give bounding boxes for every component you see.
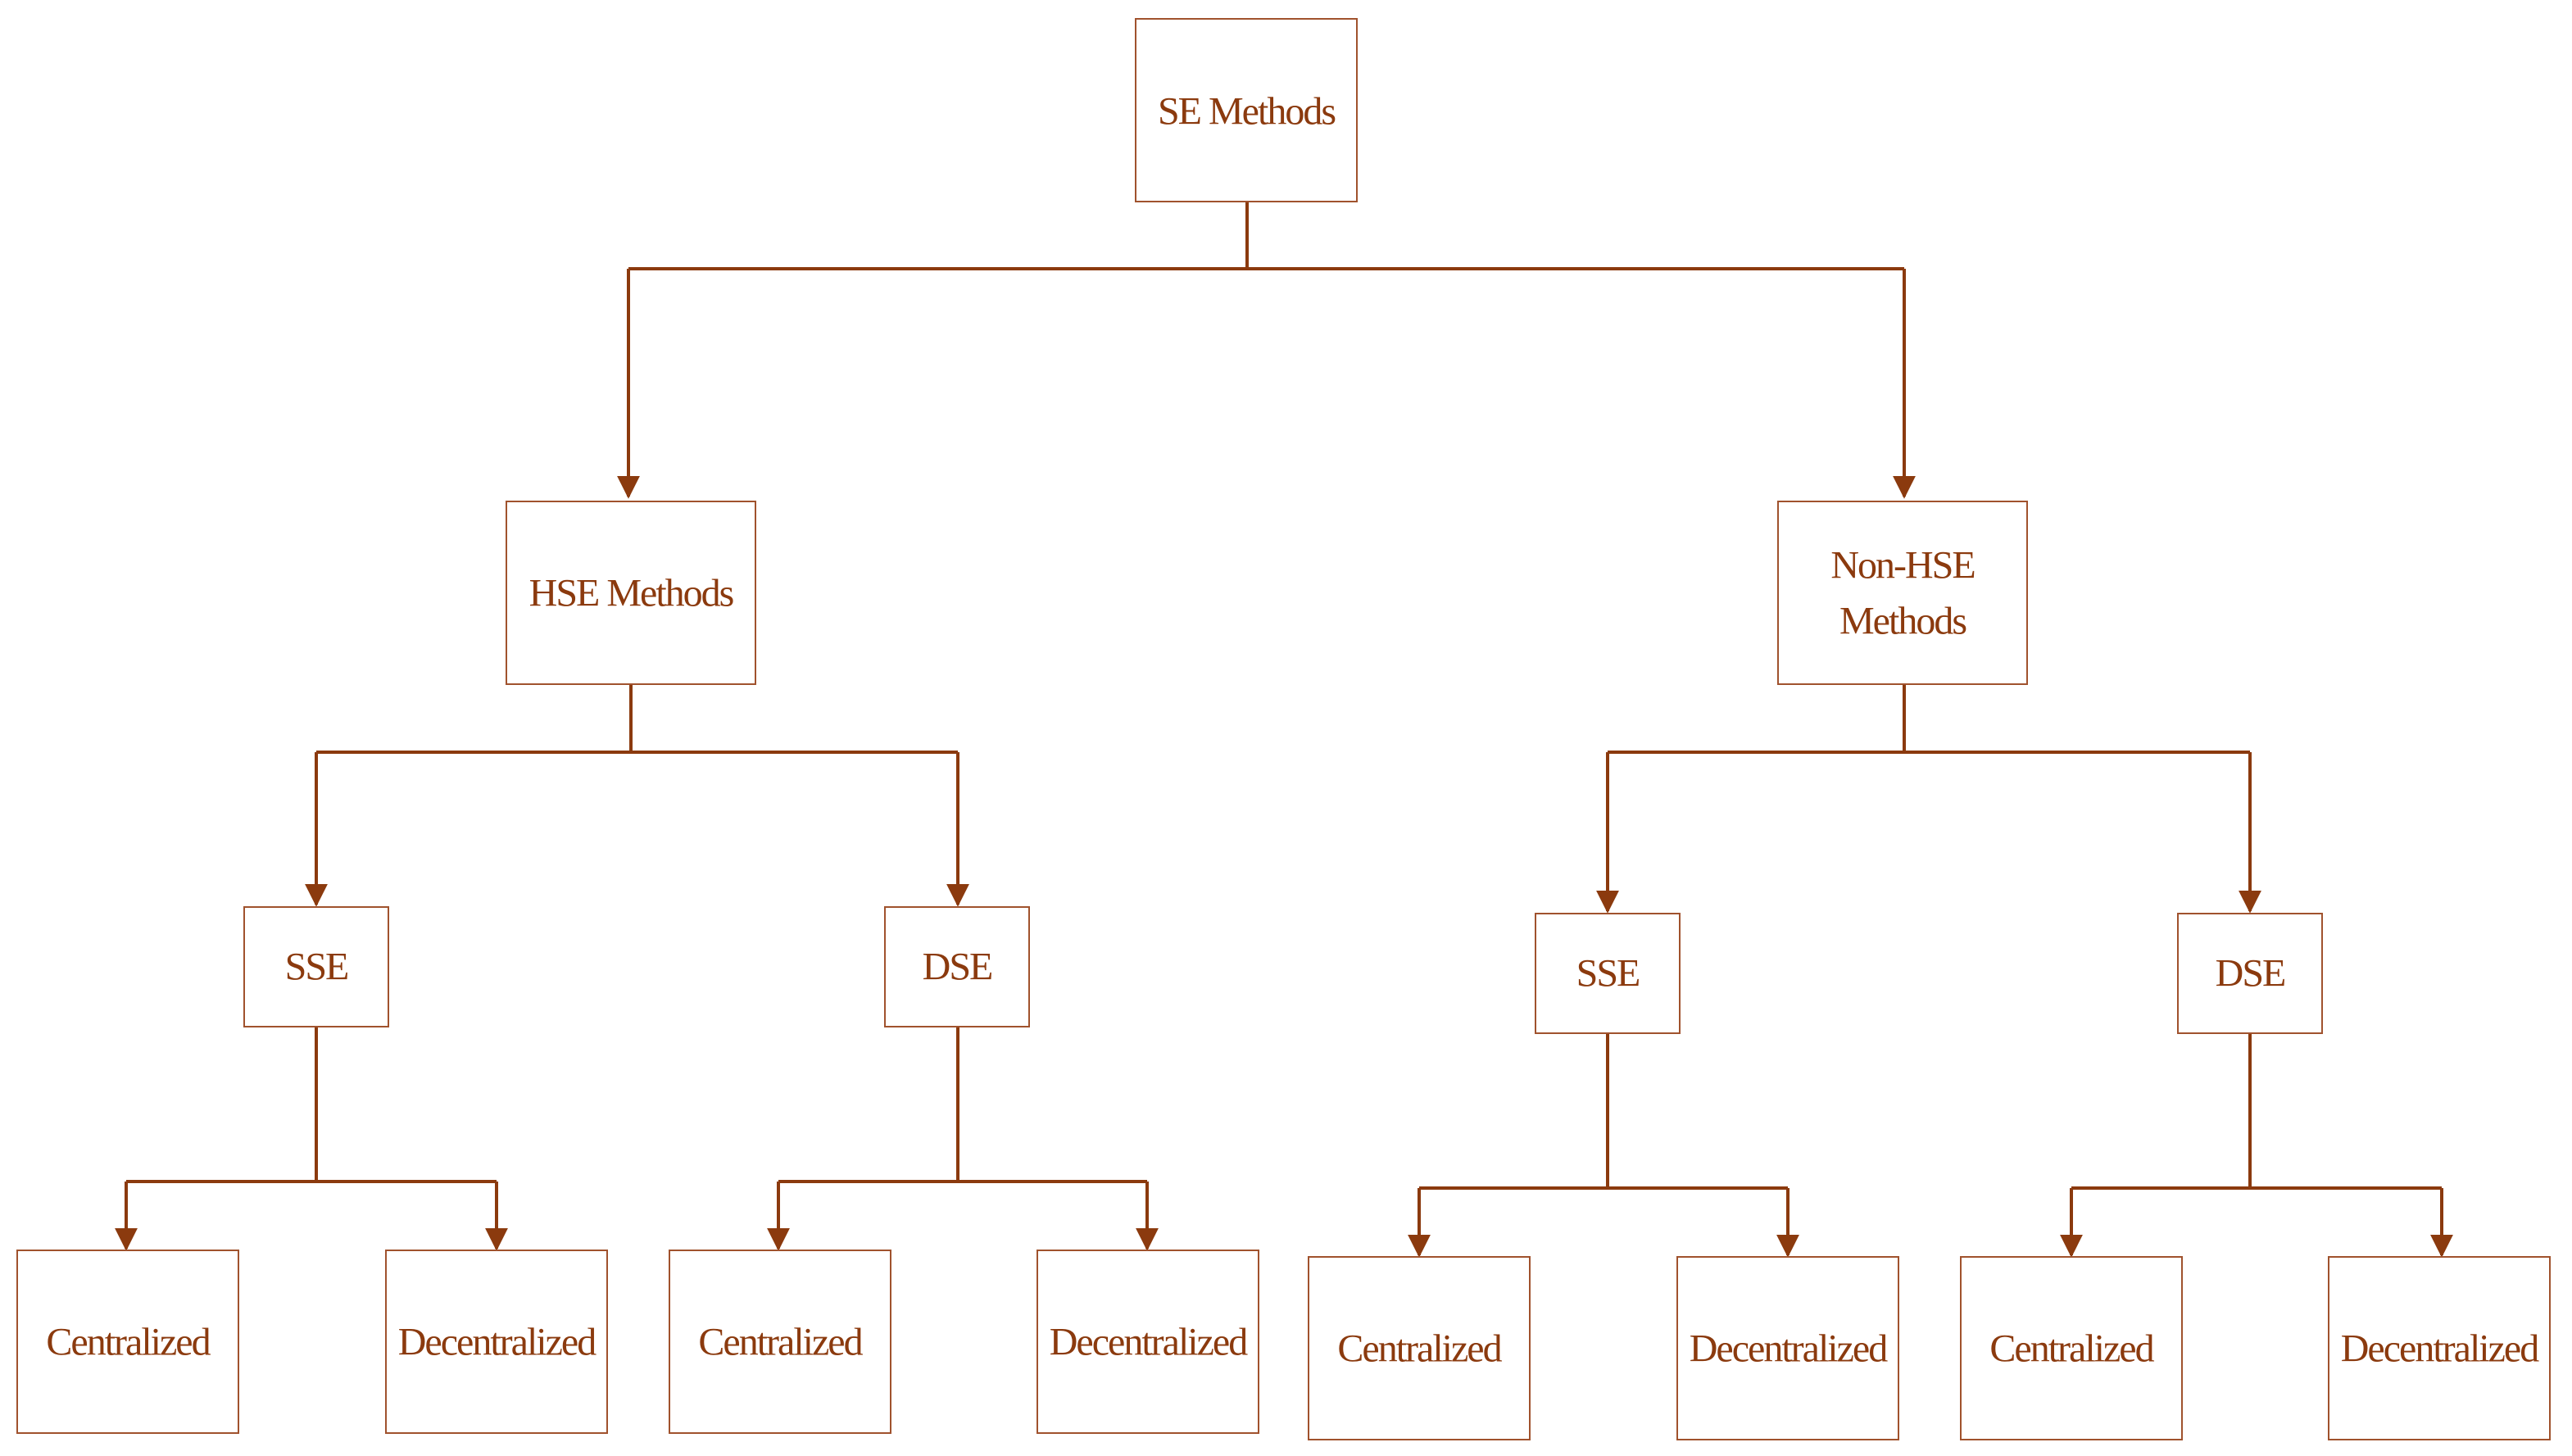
node-box <box>1960 1256 2183 1440</box>
node-label: HSE Methods <box>529 572 733 615</box>
node-label: Centralized <box>46 1321 211 1364</box>
node-label: DSE <box>923 946 992 989</box>
node-label: DSE <box>2216 952 2285 996</box>
node-hse-dse: DSE <box>884 906 1030 1027</box>
node-box <box>1535 913 1681 1034</box>
node-box <box>385 1250 608 1434</box>
connectors-hse <box>305 685 969 907</box>
node-hse-dse-centralized: Centralized <box>669 1250 891 1434</box>
node-box <box>16 1250 239 1434</box>
node-hse-sse: SSE <box>243 906 389 1027</box>
node-box <box>884 906 1030 1027</box>
connectors-root <box>617 202 1916 499</box>
node-label: Decentralized <box>398 1321 597 1364</box>
node-box <box>2328 1256 2551 1440</box>
node-label: Decentralized <box>1050 1321 1248 1364</box>
node-nonhse-sse-centralized: Centralized <box>1308 1256 1531 1440</box>
connectors-leaves <box>115 1027 2453 1258</box>
node-box <box>243 906 389 1027</box>
node-hse-sse-decentralized: Decentralized <box>385 1250 608 1434</box>
node-box <box>506 501 756 685</box>
node-label: Decentralized <box>2341 1327 2539 1371</box>
node-nonhse-dse-centralized: Centralized <box>1960 1256 2183 1440</box>
node-box <box>1777 501 2028 685</box>
node-label: Centralized <box>1337 1327 1502 1371</box>
node-box <box>669 1250 891 1434</box>
node-label: SSE <box>1576 952 1640 996</box>
node-box <box>1676 1256 1899 1440</box>
node-box <box>2177 913 2323 1034</box>
connectors-non-hse <box>1596 685 2261 914</box>
node-label-line1: Non-HSE <box>1830 544 1974 587</box>
node-label: Decentralized <box>1690 1327 1888 1371</box>
node-box <box>1135 18 1358 202</box>
node-label: Centralized <box>1989 1327 2154 1371</box>
node-hse-methods: HSE Methods <box>506 501 756 685</box>
node-box <box>1037 1250 1259 1434</box>
node-box <box>1308 1256 1531 1440</box>
node-label: Centralized <box>698 1321 863 1364</box>
node-non-hse-methods: Non-HSE Methods <box>1777 501 2028 685</box>
node-hse-dse-decentralized: Decentralized <box>1037 1250 1259 1434</box>
node-nonhse-sse: SSE <box>1535 913 1681 1034</box>
node-label: SE Methods <box>1158 90 1335 134</box>
node-nonhse-dse-decentralized: Decentralized <box>2328 1256 2551 1440</box>
node-hse-sse-centralized: Centralized <box>16 1250 239 1434</box>
node-se-methods: SE Methods <box>1135 18 1358 202</box>
node-nonhse-dse: DSE <box>2177 913 2323 1034</box>
node-nonhse-sse-decentralized: Decentralized <box>1676 1256 1899 1440</box>
node-label-line2: Methods <box>1839 600 1966 643</box>
node-label: SSE <box>285 946 348 989</box>
